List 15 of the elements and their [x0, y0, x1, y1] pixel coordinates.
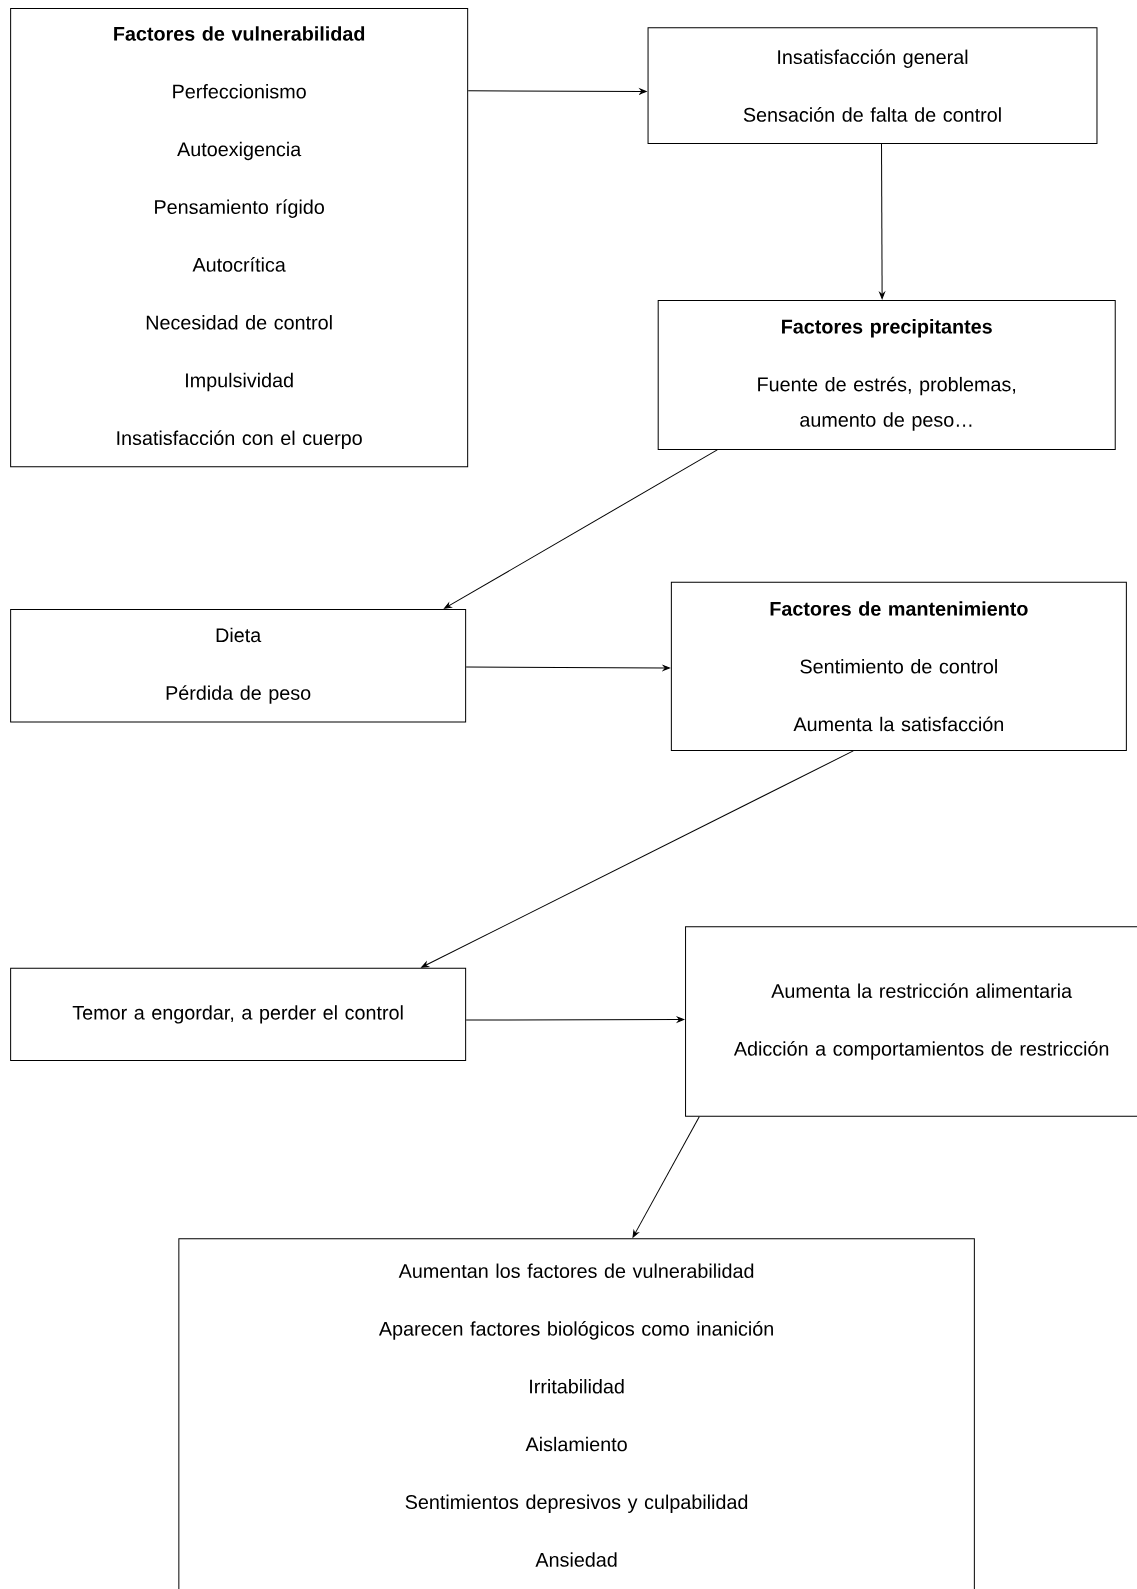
process-box: Insatisfacción general Sensación de falta de control: [647, 27, 1098, 144]
process-box: Factores precipitantes Fuente de estrés, problemas, aumento de peso…: [657, 299, 1116, 450]
process-box: Aumenta la restricción alimentaria Adicción a comportamientos de restricción: [685, 926, 1137, 1117]
process-box: Factores de mantenimiento Sentimiento de control Aumenta la satisfacción: [670, 581, 1127, 751]
process-box: Factores de vulnerabilidad Perfeccionismo Autoexigencia Pensamiento rígido Autocrítica Necesidad de control Impulsividad Insatisfacción con el cuerpo: [10, 8, 469, 468]
arrow: [465, 1016, 685, 1023]
process-box: Dieta Pérdida de peso: [10, 609, 467, 723]
process-box: Aumentan los factores de vulnerabilidad Aparecen factores biológicos como inanición Irritabilidad Aislamiento Sentimientos depresivos y culpabilidad Ansiedad: [178, 1238, 975, 1589]
arrow: [879, 143, 885, 300]
arrow: [632, 1116, 700, 1238]
process-box: Temor a engordar, a perder el control: [10, 967, 467, 1061]
arrow: [467, 88, 647, 95]
arrow: [444, 449, 718, 609]
arrow: [421, 750, 854, 968]
arrow: [465, 665, 670, 671]
